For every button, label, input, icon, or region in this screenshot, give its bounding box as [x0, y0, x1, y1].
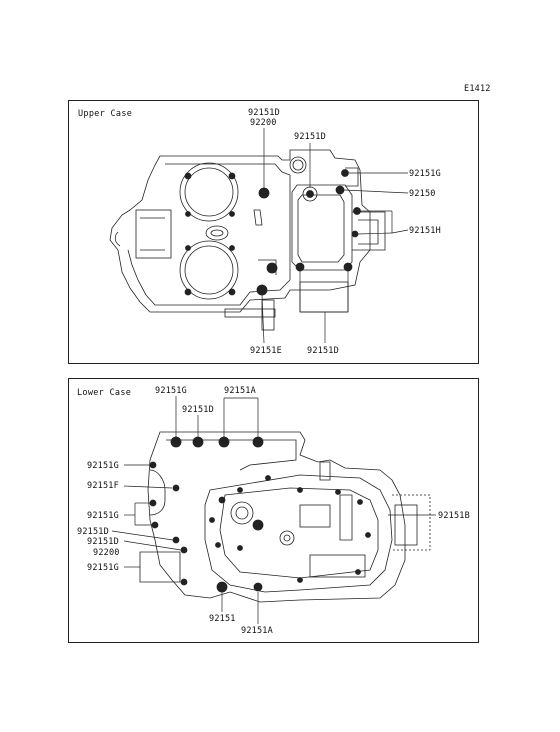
lower-label-5: 92151F — [87, 481, 119, 491]
lower-label-9: 92151D — [87, 537, 119, 547]
upper-label-2: 92200 — [250, 118, 277, 128]
lower-case-outline — [147, 431, 406, 603]
lower-label-1: 92151G — [155, 386, 187, 396]
upper-label-3: 92151D — [294, 132, 326, 142]
upper-case-title: Upper Case — [78, 109, 133, 119]
lower-case-panel — [68, 378, 479, 643]
upper-case-outline — [109, 149, 371, 313]
lower-label-13: 92151A — [241, 626, 273, 636]
upper-label-7: 92151E — [250, 346, 282, 356]
lower-label-4: 92151G — [87, 461, 119, 471]
lower-label-12: 92151 — [209, 614, 236, 624]
lower-label-11: 92151G — [87, 563, 119, 573]
upper-label-5: 92150 — [409, 189, 436, 199]
lower-label-3: 92151D — [182, 405, 214, 415]
diagram-code: E1412 — [464, 84, 491, 94]
lower-case-title: Lower Case — [77, 388, 132, 398]
upper-label-4: 92151G — [409, 169, 441, 179]
upper-case-panel — [68, 100, 479, 364]
lower-label-2: 92151A — [224, 386, 256, 396]
lower-label-10: 92200 — [93, 548, 120, 558]
lower-label-8: 92151D — [77, 527, 109, 537]
upper-label-6: 92151H — [409, 226, 441, 236]
lower-label-6: 92151B — [438, 511, 470, 521]
upper-label-1: 92151D — [248, 108, 280, 118]
upper-label-8: 92151D — [307, 346, 339, 356]
lower-label-7: 92151G — [87, 511, 119, 521]
